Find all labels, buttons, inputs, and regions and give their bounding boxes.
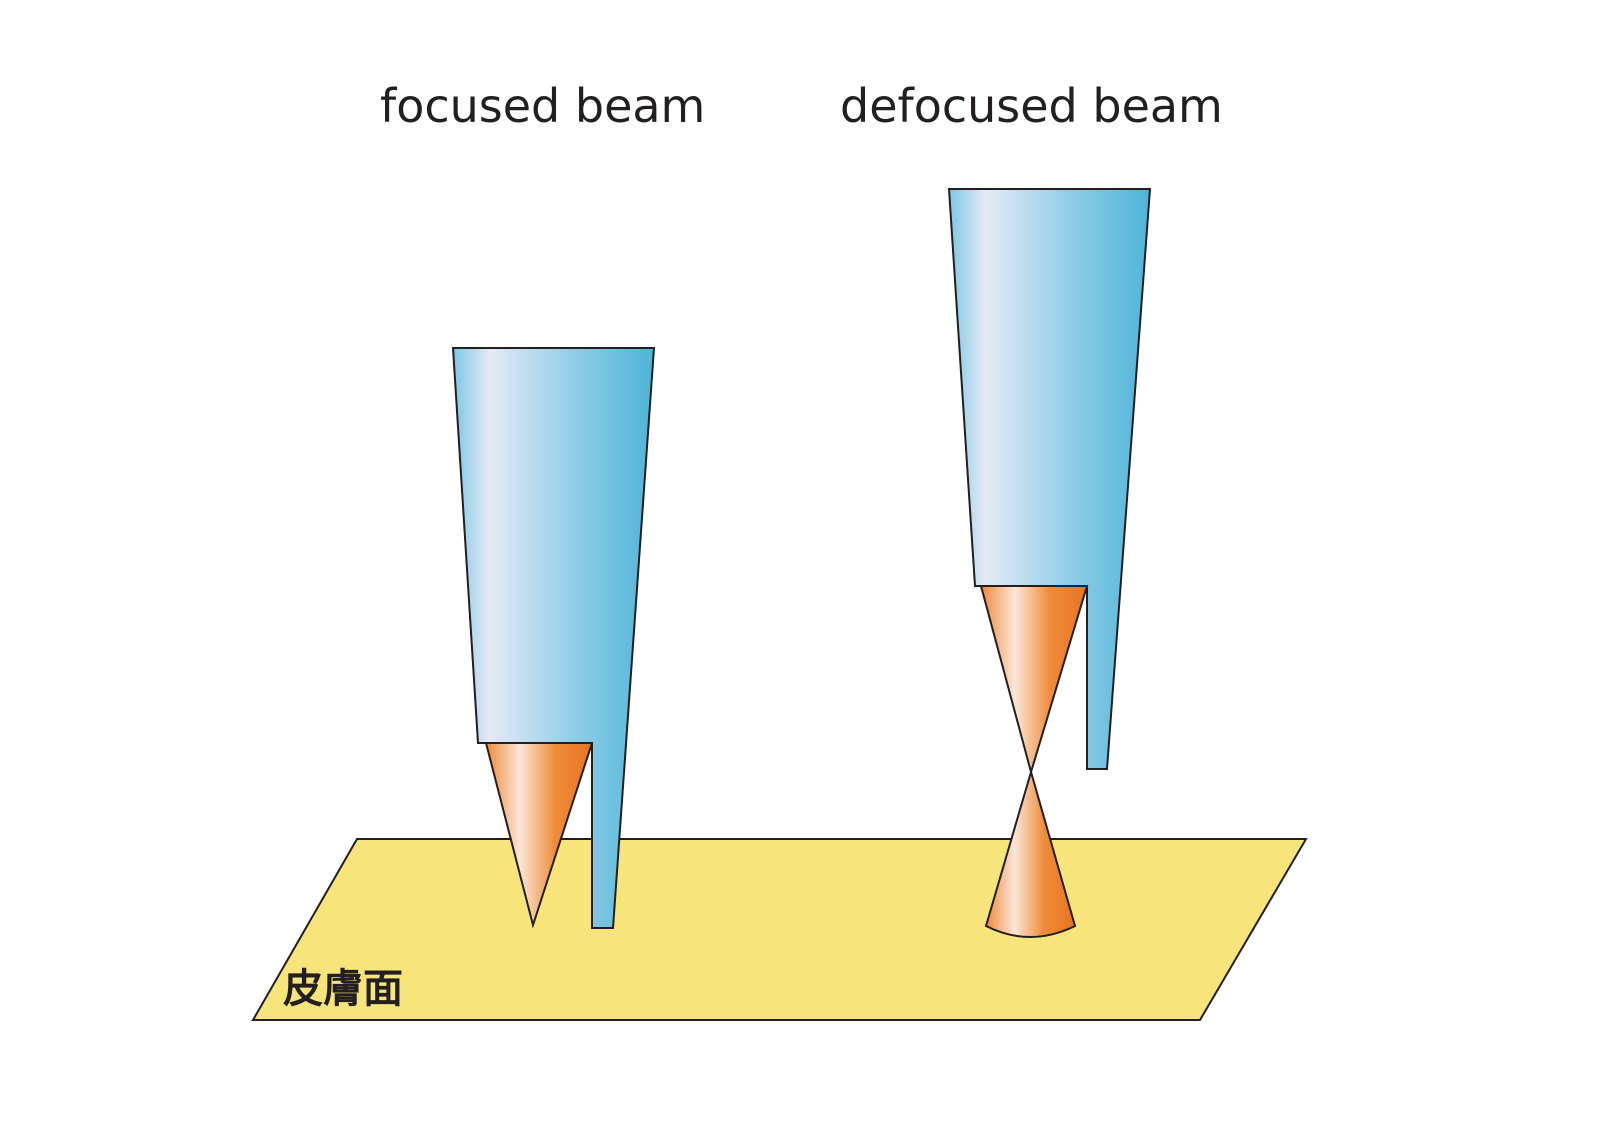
focused-beam [451,347,656,929]
focused-beam-body [451,347,656,929]
defocused-beam-label: defocused beam [840,79,1223,133]
focused-beam-label: focused beam [380,79,705,133]
focused-beam-cone [484,742,594,929]
defocused-beam [947,188,1152,938]
defocused-upper-cone [979,585,1089,776]
surface-label: 皮膚面 [283,966,403,1012]
skin-surface [251,838,1308,1021]
defocused-lower-cone [984,768,1077,938]
defocused-beam-body [947,188,1152,770]
